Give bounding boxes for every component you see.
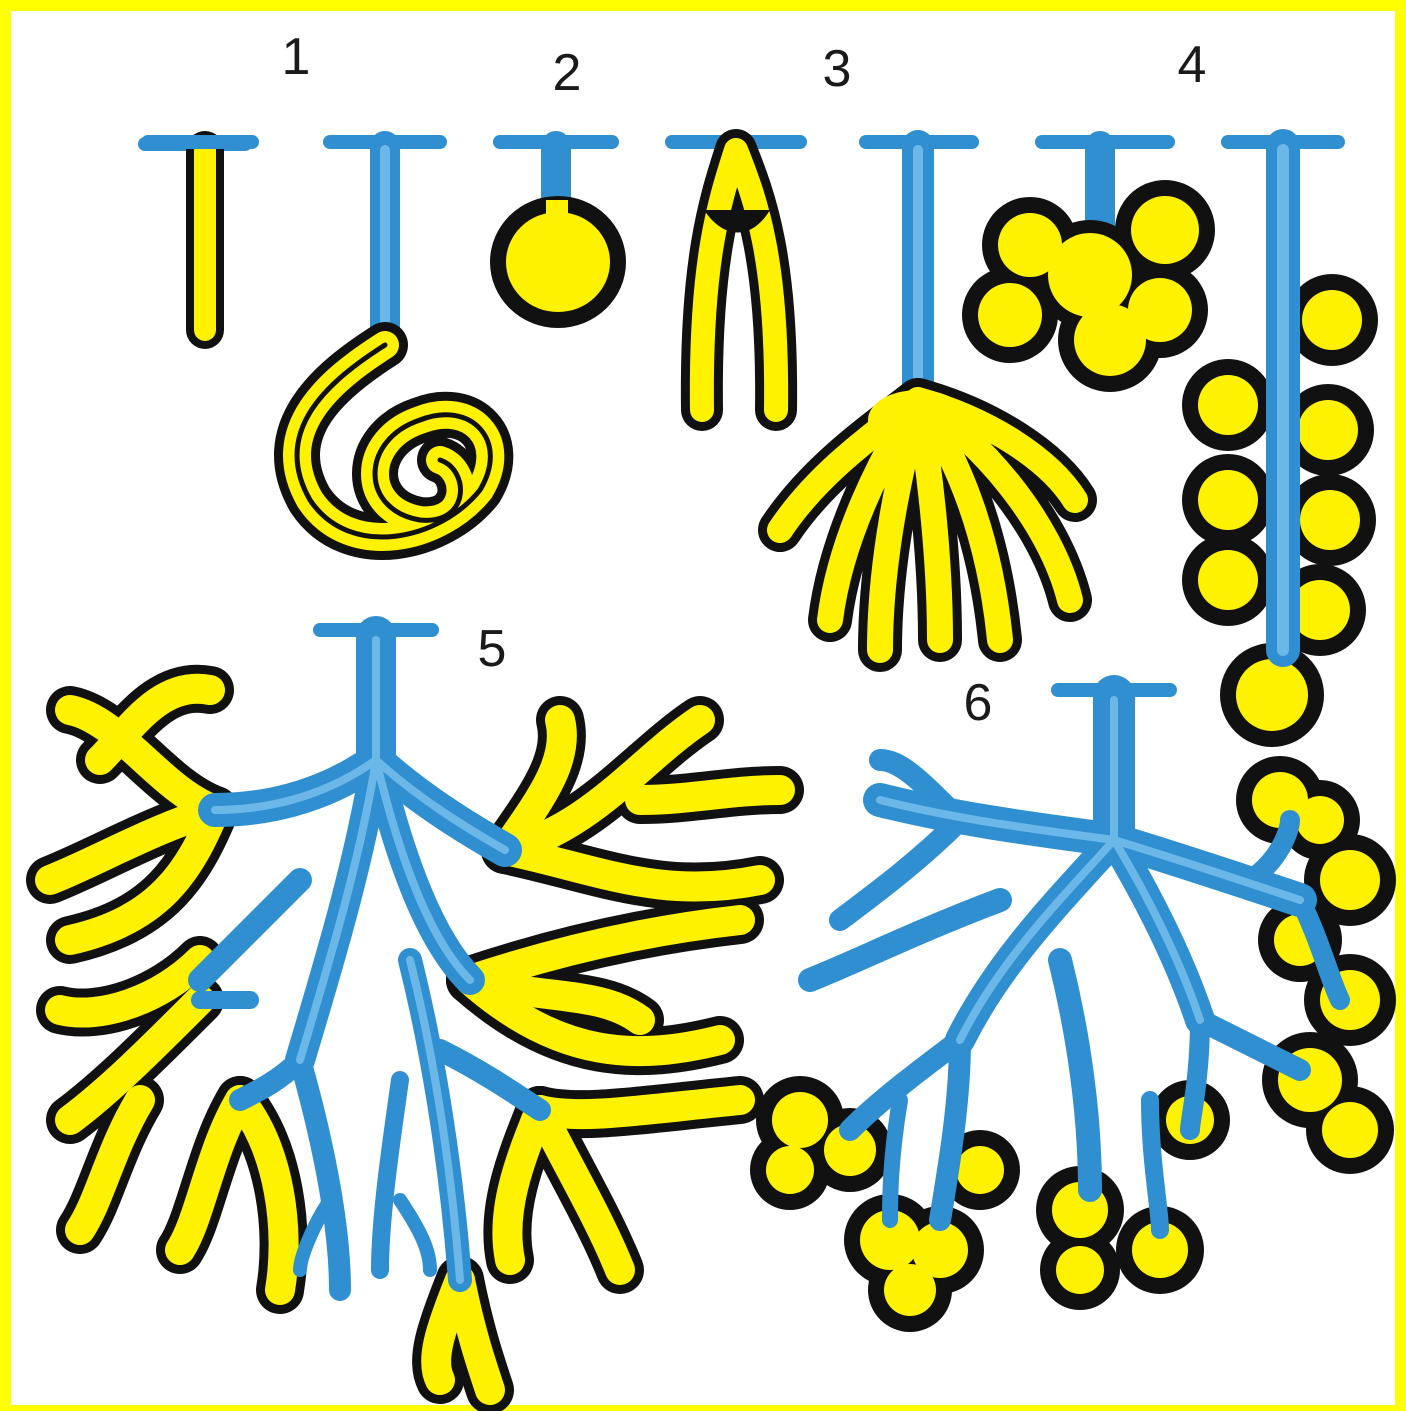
label-gland-6: 6 — [964, 674, 993, 732]
alveolus — [506, 212, 610, 312]
label-gland-2: 2 — [553, 44, 582, 102]
gland-6-compound-alveolar — [750, 690, 1396, 1332]
gland-2-branched-tubular — [672, 142, 800, 410]
gland-4-branched-alveolar — [962, 142, 1215, 392]
label-gland-1: 1 — [282, 28, 311, 86]
gland-5-compound-tubular — [50, 630, 780, 1390]
label-gland-5: 5 — [478, 620, 507, 678]
label-gland-4: 4 — [1178, 36, 1207, 94]
gland-1-coiled-tubular — [297, 142, 490, 537]
gland-1-simple-tubular — [145, 142, 252, 330]
gland-2-simple-alveolar — [490, 142, 626, 328]
label-gland-3: 3 — [823, 40, 852, 98]
